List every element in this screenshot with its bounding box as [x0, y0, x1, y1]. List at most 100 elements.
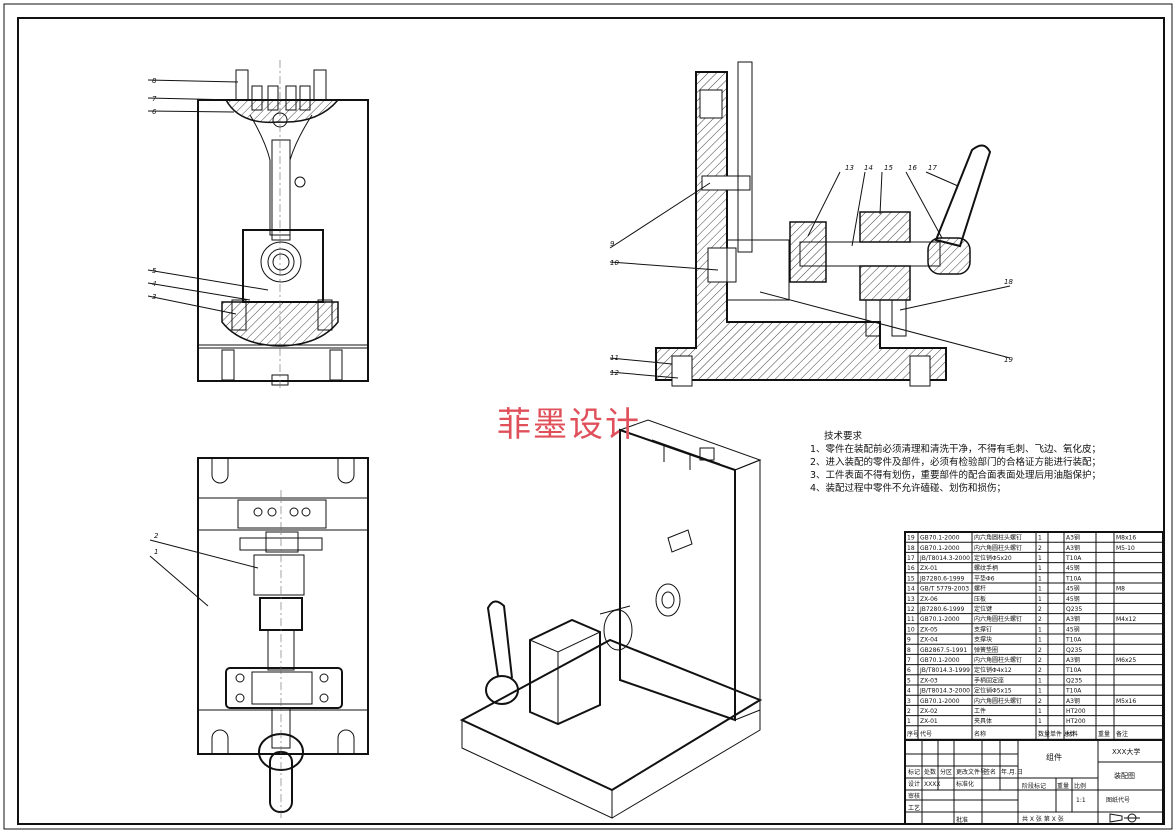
bom-cell: 2 [1038, 698, 1042, 705]
callout-13: 13 [845, 164, 854, 172]
bom-cell: JB/T8014.3-2000 [919, 555, 970, 562]
bom-cell: HT200 [1066, 708, 1086, 715]
bom-cell: 45钢 [1066, 595, 1080, 603]
bom-cell: 1 [1038, 565, 1042, 572]
requirement-line-1: 1、零件在装配前必须清理和清洗干净，不得有毛刺、飞边、氧化皮； [810, 443, 1101, 455]
bom-cell: 45钢 [1066, 585, 1080, 593]
bom-cell: 1 [1038, 677, 1042, 684]
callout-19: 19 [1004, 356, 1013, 364]
callout-6: 6 [152, 108, 157, 116]
bom-cell: ZX-06 [920, 596, 938, 603]
bom-cell: 定位销Φ5x20 [974, 554, 1012, 562]
bom-cell: ZX-05 [920, 626, 938, 633]
bom-cell: 16 [907, 565, 915, 572]
bom-header-cell: 代号 [920, 730, 932, 738]
tb-date-label: 年.月.日 [1001, 768, 1023, 776]
bom-cell: GB70.1-2000 [920, 616, 960, 623]
tb-sheet-info: 共 X 张 第 X 张 [1022, 815, 1064, 823]
bom-header-cell: 备注 [1116, 730, 1128, 738]
isometric-view [459, 419, 763, 819]
bom-cell: 6 [907, 667, 911, 674]
callout-12: 12 [610, 369, 619, 377]
tb-drawing: 装配图 [1114, 771, 1135, 780]
requirement-line-3: 3、工件表面不得有划伤，重要部件的配合面表面处理后用油脂保护； [810, 469, 1101, 481]
bom-cell: M4x12 [1116, 616, 1136, 623]
tb-approve-label: 批准 [956, 816, 968, 824]
bom-cell: T10A [1065, 555, 1082, 562]
side-section-view [609, 61, 1011, 387]
bom-cell: 工件 [974, 707, 986, 715]
bom-cell: GB70.1-2000 [920, 535, 960, 542]
bom-cell: 1 [907, 718, 911, 725]
callout-18: 18 [1004, 278, 1013, 286]
callout-8: 8 [152, 77, 157, 85]
bom-cell: A3钢 [1066, 615, 1080, 623]
bom-cell: ZX-02 [920, 708, 938, 715]
bom-cell: JB/T8014.3-1999 [919, 667, 970, 674]
bom-cell: 支撑钉 [974, 625, 992, 633]
bom-cell: 9 [907, 637, 911, 644]
bom-cell: 定位销Φ4x12 [974, 666, 1012, 674]
callout-1: 1 [154, 548, 158, 556]
bom-header-cell: 重量 [1098, 730, 1110, 738]
bom-cell: 2 [1038, 545, 1042, 552]
bom-cell: T10A [1065, 575, 1082, 582]
bom-cell: GB70.1-2000 [920, 657, 960, 664]
bom-cell: 弹簧垫圈 [974, 646, 998, 654]
bom-cell: ZX-03 [920, 677, 938, 684]
bom-cell: M5-10 [1116, 545, 1135, 552]
bom-cell: 1 [1038, 688, 1042, 695]
bom-cell: 夹具体 [974, 717, 992, 725]
bom-cell: 18 [907, 545, 915, 552]
callout-3: 3 [152, 293, 156, 301]
callout-16: 16 [908, 164, 917, 172]
bom-cell: 1 [1038, 586, 1042, 593]
tb-change-label: 标记 [908, 768, 920, 776]
callout-4: 4 [152, 280, 156, 288]
bom-header-cell: 材料 [1066, 730, 1078, 738]
front-view [147, 60, 369, 390]
bom-cell: 内六角圆柱头螺钉 [974, 615, 1022, 623]
bom-cell: 2 [1038, 616, 1042, 623]
requirement-line-2: 2、进入装配的零件及部件，必须有检验部门的合格证方能进行装配； [810, 456, 1101, 468]
bom-cell: 5 [907, 677, 911, 684]
callout-15: 15 [884, 164, 893, 172]
bom-cell: 45钢 [1066, 564, 1080, 572]
bom-cell: 1 [1038, 718, 1042, 725]
callout-14: 14 [864, 164, 873, 172]
projection-symbol-icon [1109, 813, 1140, 823]
bom-cell: Q235 [1066, 677, 1082, 684]
tb-weight-label: 重量 [1057, 782, 1069, 790]
callout-17: 17 [928, 164, 937, 172]
bom-cell: JB7280.6-1999 [919, 575, 964, 582]
bom-header-cell: 名称 [974, 730, 986, 738]
bom-cell: 4 [907, 688, 911, 695]
bom-cell: 内六角圆柱头螺钉 [974, 544, 1022, 552]
bom-cell: 19 [907, 535, 915, 542]
inner-border [17, 17, 1165, 825]
tb-scale: 1:1 [1076, 797, 1086, 804]
bom-cell: GB70.1-2000 [920, 545, 960, 552]
bom-cell: 支撑块 [974, 636, 992, 644]
tb-std-label: 标准化 [956, 780, 974, 788]
bom-cell: M6x25 [1116, 657, 1136, 664]
bom-cell: 7 [907, 657, 911, 664]
bom-cell: GB2867.5-1991 [920, 647, 967, 654]
bom-cell: 1 [1038, 535, 1042, 542]
bom-cell: 1 [1038, 555, 1042, 562]
bom-cell: 定位销Φ5x15 [974, 687, 1012, 695]
bom-cell: HT200 [1066, 718, 1086, 725]
tb-school: XXX大学 [1112, 747, 1140, 756]
bom-cell: T10A [1065, 667, 1082, 674]
bom-header-cell: 单件 总计 [1050, 730, 1076, 738]
bom-cell: 内六角圆柱头螺钉 [974, 656, 1022, 664]
bom-cell: 手柄固定座 [974, 676, 1004, 684]
tb-count-label: 处数 [924, 768, 936, 776]
outer-border [3, 3, 1173, 830]
bom-cell: 3 [907, 698, 911, 705]
bom-cell: M5x16 [1116, 698, 1136, 705]
bom-cell: 内六角圆柱头螺钉 [974, 534, 1022, 542]
tb-scale-label: 比例 [1074, 782, 1086, 790]
bom-cell: 1 [1038, 637, 1042, 644]
